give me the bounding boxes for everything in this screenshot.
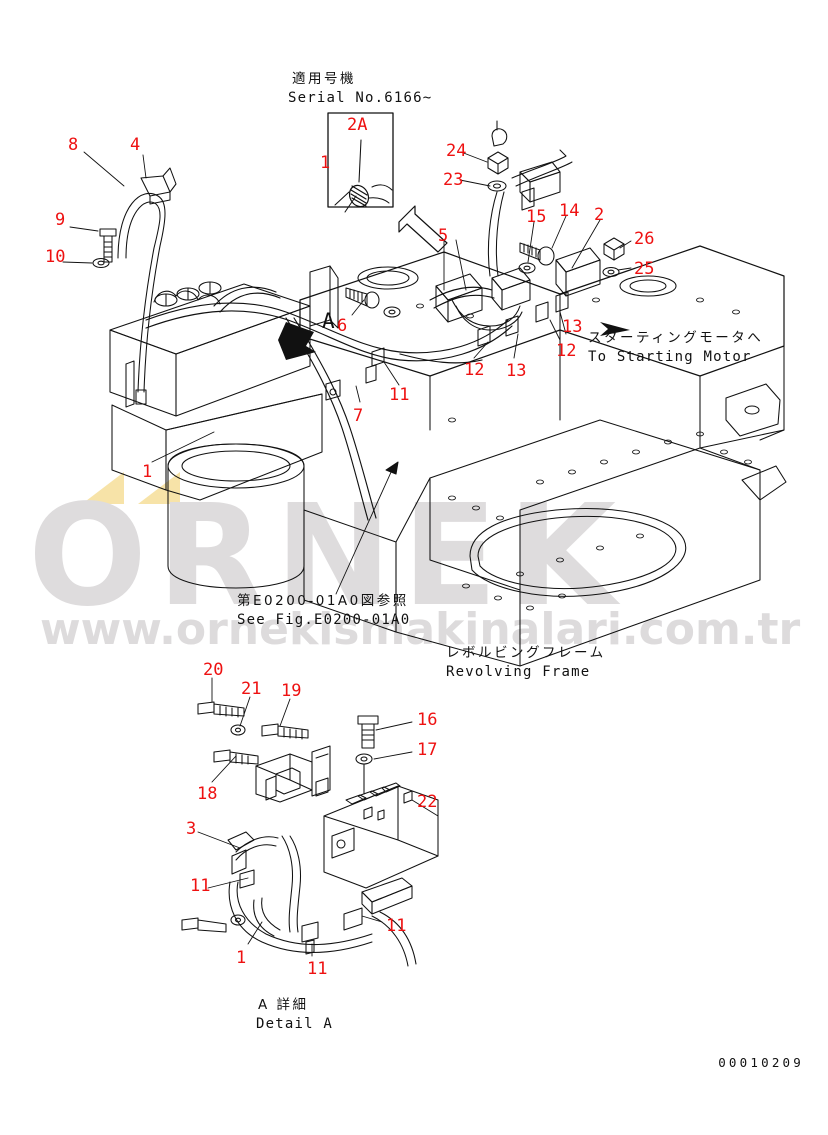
revolving-frame-jp: レボルビングフレーム [446,645,606,661]
callout-12: 12 [556,341,577,361]
callout-5: 5 [438,226,449,246]
callout-11: 11 [190,876,211,896]
callout-16: 16 [417,710,438,730]
callout-22: 22 [417,792,438,812]
starting-motor-jp: スターティングモータへ [588,330,764,346]
callout-9: 9 [55,210,66,230]
fastener-24-23 [487,120,573,277]
callout-4: 4 [130,135,141,155]
callout-25: 25 [634,259,655,279]
callout-2A: 2A [347,115,368,135]
callout-23: 23 [443,170,464,190]
main-wiring-harness [145,286,513,521]
callout-14: 14 [559,201,580,221]
callout-3: 3 [186,819,197,839]
callout-15: 15 [526,207,547,227]
inset-pointer-arrow [398,205,448,253]
leader-lines-detail [197,677,439,957]
callout-1: 1 [236,948,247,968]
drawing-number: 00010209 [718,1055,804,1070]
callout-20: 20 [203,660,224,680]
callout-13: 13 [506,361,527,381]
revolving-frame-en: Revolving Frame [446,664,591,680]
revolving-frame-outline [111,245,787,667]
starting-motor-arrow [600,322,630,336]
section-arrow-a [278,322,316,360]
leader-see-fig [335,469,393,595]
callout-8: 8 [68,135,79,155]
detail-a-en: Detail A [256,1016,334,1032]
fastener-6 [345,287,401,318]
callout-24: 24 [446,141,467,161]
callout-12: 12 [464,360,485,380]
see-fig-en: See Fig.E0200-01A0 [237,612,411,628]
callout-11: 11 [307,959,328,979]
callout-6: 6 [337,316,348,336]
callout-18: 18 [197,784,218,804]
see-fig-jp: 第E0200-01A0図参照 [237,593,409,609]
callout-21: 21 [241,679,262,699]
section-mark-a: A [322,309,335,333]
leader-lines-left [62,151,147,264]
clamps-center [325,291,569,401]
callout-2: 2 [594,205,605,225]
callout-serialbox-1: 1 [320,153,331,173]
detail-a-art [181,701,439,967]
detail-a-jp: A 詳細 [258,997,309,1013]
left-bracket-assembly [92,167,177,405]
callout-11: 11 [386,916,407,936]
callout-26: 26 [634,229,655,249]
callout-1: 1 [142,462,153,482]
callout-17: 17 [417,740,438,760]
serial-note-jp: 適用号機 [292,71,356,87]
callout-19: 19 [281,681,302,701]
callout-11: 11 [389,385,410,405]
starting-motor-en: To Starting Motor [588,349,752,365]
callout-7: 7 [353,406,364,426]
leader-lines-center [151,151,632,463]
serial-note-en: Serial No.6166~ [288,90,433,106]
serial-inset-box [327,112,394,213]
callout-13: 13 [562,317,583,337]
fastener-14-15-26-25 [518,237,625,278]
callout-10: 10 [45,247,66,267]
